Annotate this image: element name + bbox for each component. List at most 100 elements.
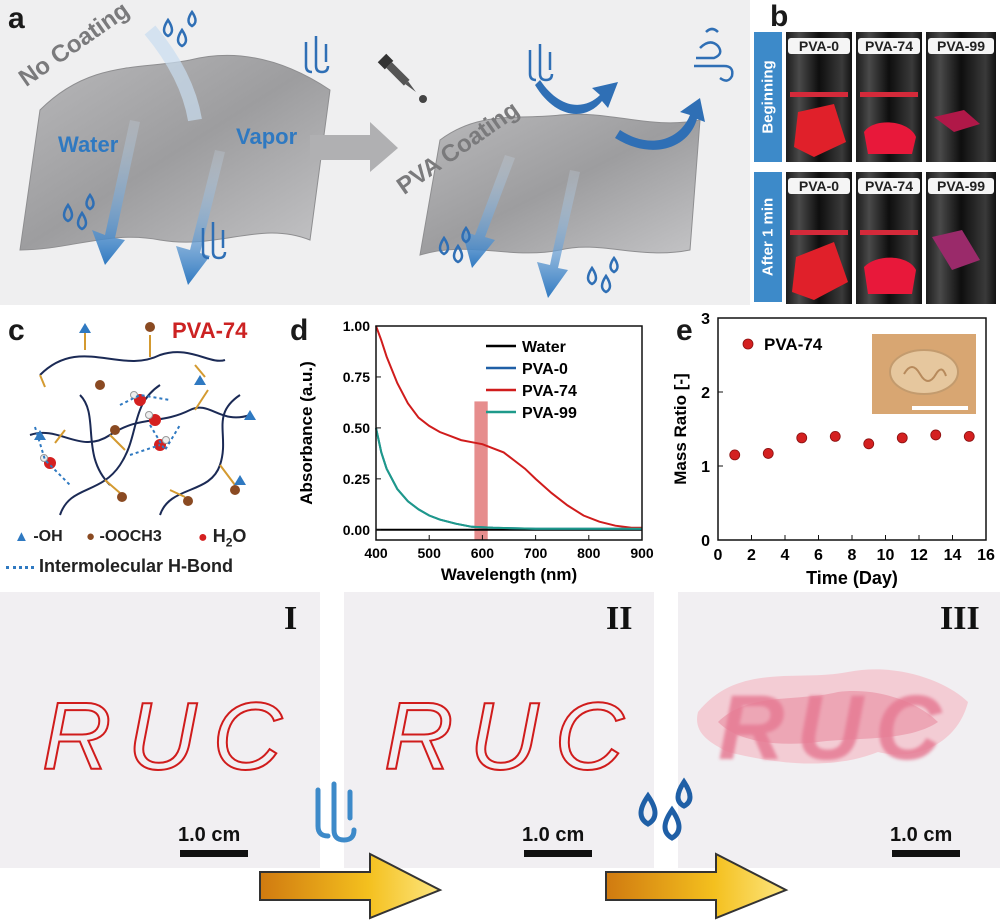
hydrogel-inset-photo	[872, 334, 976, 414]
vapor-icon	[315, 781, 357, 843]
data-point	[930, 429, 942, 441]
ooch3-marker	[95, 322, 240, 506]
vial-label: PVA-99	[928, 38, 994, 54]
y-tick-label: 0.00	[343, 522, 370, 538]
legend-hbond: Intermolecular H-Bond	[6, 556, 233, 577]
legend-h2o: ● H2O	[198, 526, 247, 550]
scale-bar	[524, 850, 592, 857]
series-line-1	[375, 427, 642, 530]
vial-pva-0-after	[786, 172, 852, 304]
y-tick-label: 0	[701, 533, 710, 550]
scale-bar	[180, 850, 248, 857]
highlight-band	[474, 401, 488, 540]
water-molecule	[40, 391, 170, 469]
data-point	[829, 431, 841, 442]
x-tick-label: 600	[471, 545, 495, 561]
x-tick-label: 4	[781, 547, 790, 564]
x-tick-label: 0	[714, 547, 723, 564]
y-tick-label: 1	[701, 459, 710, 476]
x-tick-label: 10	[877, 547, 895, 564]
data-point	[729, 449, 741, 461]
sample-numeral: I	[284, 600, 298, 637]
x-tick-label: 14	[944, 547, 962, 564]
panel-c-title: PVA-74	[172, 318, 248, 343]
paper-sample-iii: RUC III 1.0 cm	[678, 592, 1000, 868]
plot-frame	[375, 325, 643, 541]
y-tick-label: 2	[701, 385, 710, 402]
series-line-2	[375, 325, 642, 529]
panel-e-label: e	[676, 314, 693, 347]
y-tick-label: 1.00	[343, 318, 370, 334]
vapor-icon	[528, 44, 554, 82]
series-line-3	[375, 427, 642, 530]
water-drop-icon	[438, 225, 471, 264]
data-point	[963, 431, 975, 442]
y-tick-label: 3	[701, 311, 710, 328]
legend-label: PVA-74	[764, 335, 823, 354]
y-tick-label: 0.50	[343, 420, 370, 436]
data-point	[863, 438, 875, 450]
legend-label: PVA-99	[522, 405, 577, 422]
oh-marker	[34, 323, 256, 485]
vapor-icon	[201, 222, 227, 260]
vial-label: PVA-99	[928, 178, 994, 194]
x-tick-label: 8	[848, 547, 857, 564]
legend-label: Water	[522, 339, 566, 356]
pass-arrow-2	[537, 170, 580, 298]
dot-icon: ●	[86, 528, 96, 545]
ruc-pattern: RUC	[383, 682, 640, 791]
y-axis-label: Absorbance (a.u.)	[297, 361, 316, 505]
ruc-pattern: RUC	[41, 682, 298, 791]
wind-icon	[694, 27, 734, 82]
paper-sample-i: RUC I 1.0 cm	[0, 592, 320, 868]
legend-label: PVA-0	[522, 361, 568, 378]
vial-label: PVA-0	[788, 178, 850, 194]
triangle-icon: ▲	[14, 528, 29, 545]
x-tick-label: 12	[910, 547, 928, 564]
water-molecule-icon: ●	[198, 529, 208, 546]
transition-arrow	[259, 852, 443, 920]
y-axis-label: Mass Ratio [-]	[672, 373, 690, 484]
blocked-arrow	[535, 80, 618, 114]
ruc-pattern: RUC	[718, 677, 954, 779]
transition-arrow	[605, 852, 789, 920]
dropper-icon	[377, 53, 428, 104]
pass-arrow	[462, 155, 515, 268]
data-point	[896, 432, 908, 444]
x-tick-label: 500	[418, 545, 442, 561]
legend-oh: ▲ -OH	[14, 528, 63, 545]
x-axis-label: Time (Day)	[806, 568, 898, 588]
h-bond	[34, 393, 181, 486]
x-axis-label: Wavelength (nm)	[441, 565, 577, 584]
smeared-ruc	[697, 669, 968, 764]
panel-d-label: d	[290, 314, 309, 347]
water-drop-icon	[638, 777, 693, 841]
panel-a-schematic	[19, 9, 734, 298]
scale-bar-label: 1.0 cm	[890, 824, 953, 846]
data-point	[796, 432, 808, 444]
vial-pva-99-after	[926, 172, 996, 304]
panel-a: No Coating Water Vapor PVA Coating	[0, 0, 750, 305]
polymer-network	[29, 322, 256, 516]
dashed-line-icon	[6, 565, 34, 569]
x-tick-label: 400	[364, 545, 388, 561]
panel-c-label: c	[8, 314, 25, 347]
vapor-arrow-2	[144, 25, 202, 122]
vapor-icon	[304, 36, 330, 74]
paper-sample-ii: RUC II 1.0 cm	[344, 592, 654, 868]
legend-ooch3: ● -OOCH3	[86, 528, 162, 545]
water-drop-icon	[162, 9, 197, 48]
x-tick-label: 800	[577, 545, 601, 561]
data-point	[762, 448, 774, 459]
blocked-arrow-2	[615, 98, 705, 150]
x-tick-label: 900	[630, 545, 654, 561]
y-tick-label: 0.75	[343, 369, 370, 385]
sample-numeral: III	[940, 600, 980, 637]
vial-grid: PVA-0 PVA-74 PVA-99 PVA-0 PVA-74 PVA-99	[784, 32, 998, 304]
water-drop-icon	[586, 255, 619, 294]
scale-bar-label: 1.0 cm	[178, 824, 241, 846]
legend-label: PVA-74	[522, 383, 577, 400]
vial-label: PVA-0	[788, 38, 850, 54]
